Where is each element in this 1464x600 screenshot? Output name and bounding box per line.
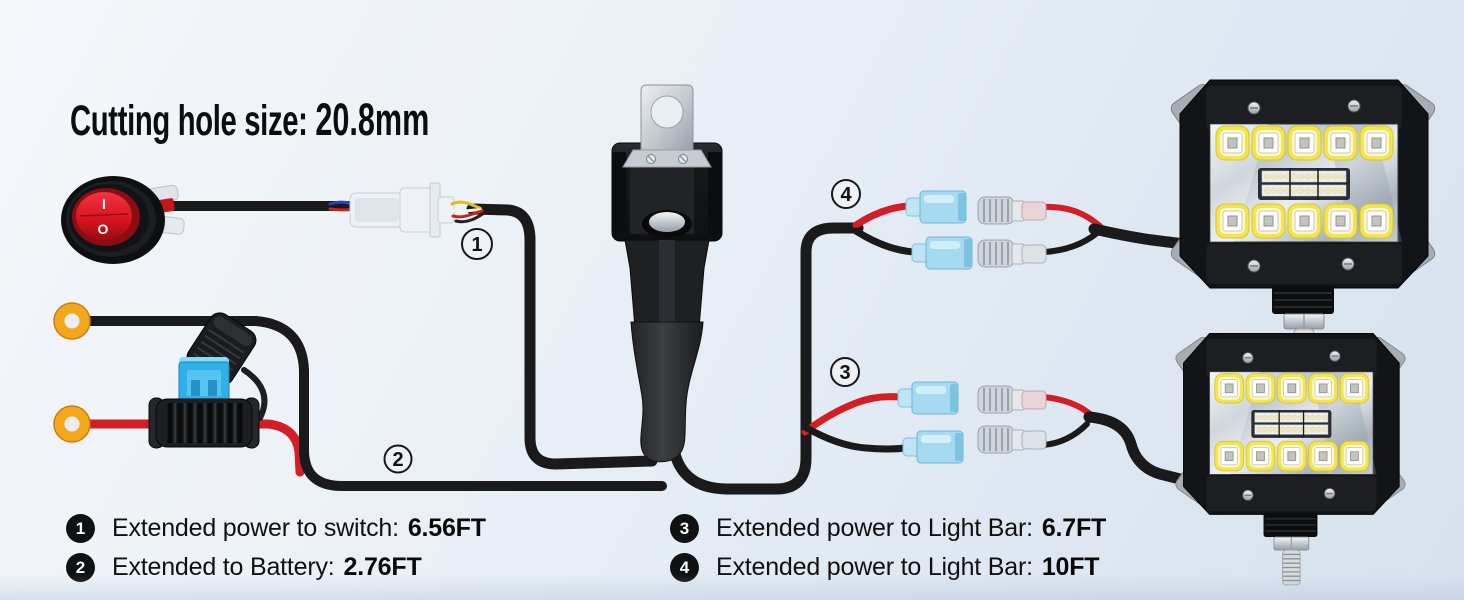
ring-terminal-ground <box>53 302 91 340</box>
relay-rubber-boot <box>630 321 704 463</box>
marker-2: 2 <box>383 444 413 474</box>
svg-text:4: 4 <box>840 184 852 206</box>
battery-positive-wire-2 <box>235 419 305 477</box>
bracket-hole <box>650 95 684 129</box>
spade-connectors-set4 <box>905 190 1047 270</box>
legend-badge-1: 1 <box>66 514 95 543</box>
blue-spade-female <box>911 236 973 270</box>
led-strip-middle <box>1251 410 1332 438</box>
relay-mounting-bracket <box>622 84 712 168</box>
harness-wires <box>81 201 1198 495</box>
led-row-bottom <box>1215 203 1394 239</box>
ring-terminal-positive <box>53 405 91 443</box>
switch-off-mark: O <box>98 221 109 237</box>
battery-ground-wire <box>81 316 667 491</box>
lightbar-2-red <box>1040 394 1096 419</box>
lightbar-top-bar <box>1206 86 1402 130</box>
page-title: Cutting hole size: 20.8mm <box>70 94 429 146</box>
lightbar-2-black <box>1040 421 1090 448</box>
branch-3-black <box>801 423 910 453</box>
legend-label-1: Extended power to switch: <box>112 514 399 542</box>
svg-text:3: 3 <box>839 362 850 384</box>
clear-spade-male <box>977 239 1047 268</box>
svg-text:2: 2 <box>392 449 403 471</box>
legend-value-1: 6.56FT <box>407 514 486 542</box>
fuse-holder <box>148 312 268 449</box>
blue-spade-female <box>905 190 967 224</box>
legend-value-4: 10FT <box>1041 553 1100 581</box>
legend-label-3: Extended power to Light Bar: <box>716 514 1033 542</box>
title-label: Cutting hole size: <box>70 97 316 145</box>
legend-label-4: Extended power to Light Bar: <box>716 553 1033 581</box>
branch-4-red <box>852 202 912 229</box>
fuse-cap-tether <box>241 367 268 421</box>
clear-spade-male <box>977 196 1047 225</box>
blade-fuse <box>178 357 230 405</box>
lightbar-bottom-bar <box>1206 244 1402 284</box>
connector-wire-red-right <box>451 209 484 219</box>
lightbar-top-bar <box>1206 338 1377 377</box>
switch-rocker <box>76 192 132 240</box>
blue-spade-female <box>897 381 959 415</box>
legend-item-1: 1 Extended power to switch: 6.56FT <box>66 514 486 543</box>
legend-item-2: 2 Extended to Battery: 2.76FT <box>66 553 422 582</box>
marker-3: 3 <box>830 357 860 387</box>
title-value: 20.8mm <box>315 94 430 145</box>
led-strip-middle <box>1258 168 1350 200</box>
cable-output-main <box>668 222 864 495</box>
branch-4-black <box>852 227 918 256</box>
diagram-markers: 1 2 3 4 <box>383 179 861 474</box>
legend-label-2: Extended to Battery: <box>112 553 335 581</box>
connector-wire-white-right <box>450 208 483 213</box>
svg-text:1: 1 <box>471 234 482 256</box>
legend-badge-4: 4 <box>670 553 699 582</box>
legend-item-3: 3 Extended power to Light Bar: 6.7FT <box>670 514 1106 543</box>
marker-1: 1 <box>461 228 493 260</box>
lightbar-bottom-bar <box>1206 476 1377 511</box>
lightbar-1-black <box>1041 230 1100 255</box>
fuse-holder-body <box>148 397 260 449</box>
led-light-bar-bottom <box>1175 333 1406 586</box>
led-row-top <box>1214 373 1370 404</box>
lightbar-1-red <box>1041 203 1103 229</box>
quick-connector <box>328 182 486 238</box>
legend-item-4: 4 Extended power to Light Bar: 10FT <box>670 553 1100 582</box>
lightbar-2-cable <box>1083 411 1198 488</box>
legend-badge-3: 3 <box>670 514 699 543</box>
led-row-bottom <box>1214 440 1370 472</box>
branch-3-red <box>801 393 904 436</box>
connector-wire-black-right <box>454 211 486 224</box>
blue-spade-female <box>902 430 964 464</box>
rocker-switch: I O <box>61 176 185 264</box>
clear-spade-male <box>977 385 1047 414</box>
relay-button <box>649 212 685 232</box>
relay <box>611 84 723 463</box>
bracket-screws <box>646 154 688 164</box>
connector-female-housing <box>399 187 435 233</box>
legend-badge-2: 2 <box>66 553 95 582</box>
marker-4: 4 <box>831 179 861 209</box>
clear-spade-male <box>977 425 1047 454</box>
spade-connectors-set3 <box>897 381 1047 464</box>
legend-value-2: 2.76FT <box>343 553 422 581</box>
mounting-bracket <box>1263 512 1318 586</box>
switch-on-mark: I <box>102 196 106 212</box>
legend-value-3: 6.7FT <box>1041 514 1107 542</box>
cable-1-switch-to-relay <box>466 203 658 470</box>
lightbar-1-cable <box>1088 223 1198 251</box>
connector-wire-yellow <box>450 200 482 210</box>
led-light-bar-top <box>1170 79 1436 366</box>
led-row-top <box>1215 125 1394 161</box>
